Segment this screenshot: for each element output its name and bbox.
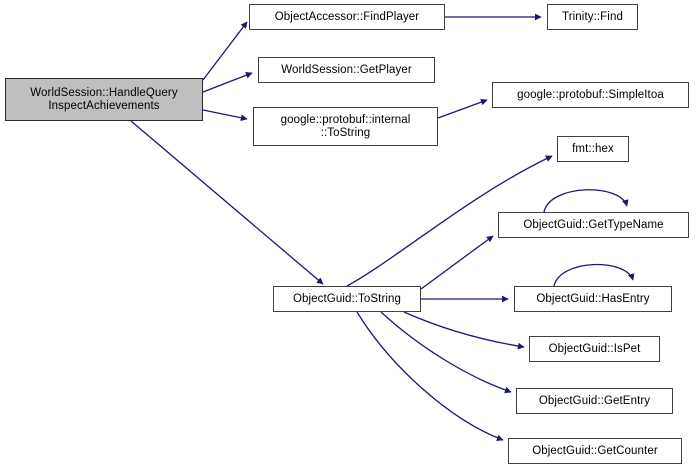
call-edge-gettypename-to-gettypename — [543, 189, 629, 213]
graph-node-trinityfind[interactable]: Trinity::Find — [547, 4, 638, 30]
call-edge-guidtostring-to-gettypename — [420, 235, 494, 290]
graph-node-label: ObjectAccessor::FindPlayer — [274, 10, 420, 23]
graph-node-ispet[interactable]: ObjectGuid::IsPet — [529, 336, 660, 362]
graph-node-label: ObjectGuid::GetTypeName — [523, 218, 664, 231]
call-edge-guidtostring-to-getentry — [380, 311, 512, 394]
graph-node-getplayer[interactable]: WorldSession::GetPlayer — [258, 57, 435, 83]
graph-node-guidtostring[interactable]: ObjectGuid::ToString — [273, 286, 421, 312]
graph-node-label: ObjectGuid::GetCounter — [532, 444, 658, 457]
graph-node-pbtostring[interactable]: google::protobuf::internal ::ToString — [253, 107, 438, 146]
graph-node-hasentry[interactable]: ObjectGuid::HasEntry — [514, 286, 672, 312]
call-edge-root-to-getplayer — [202, 72, 253, 93]
graph-node-gettypename[interactable]: ObjectGuid::GetTypeName — [498, 212, 689, 238]
graph-node-getcounter[interactable]: ObjectGuid::GetCounter — [508, 438, 682, 464]
graph-node-getentry[interactable]: ObjectGuid::GetEntry — [516, 388, 673, 414]
call-edge-guidtostring-to-getcounter — [356, 311, 504, 442]
graph-node-simpleitoa[interactable]: google::protobuf::SimpleItoa — [492, 82, 689, 108]
call-edge-hasentry-to-hasentry — [553, 263, 635, 287]
graph-node-findplayer[interactable]: ObjectAccessor::FindPlayer — [249, 4, 445, 30]
graph-node-label: ObjectGuid::GetEntry — [538, 394, 651, 407]
graph-node-label: Trinity::Find — [562, 10, 623, 23]
graph-node-label: WorldSession::HandleQuery InspectAchieve… — [30, 86, 178, 112]
graph-node-label: google::protobuf::internal ::ToString — [280, 113, 411, 139]
graph-node-root[interactable]: WorldSession::HandleQuery InspectAchieve… — [5, 78, 203, 121]
graph-node-label: google::protobuf::SimpleItoa — [517, 88, 664, 101]
call-edge-pbtostring-to-simpleitoa — [437, 98, 488, 119]
graph-node-label: ObjectGuid::HasEntry — [536, 292, 650, 305]
graph-node-label: ObjectGuid::ToString — [292, 292, 402, 305]
call-edge-root-to-pbtostring — [202, 109, 248, 122]
call-edge-root-to-findplayer — [202, 21, 248, 81]
graph-node-label: ObjectGuid::IsPet — [548, 342, 641, 355]
graph-node-label: fmt::hex — [572, 142, 614, 155]
call-edge-guidtostring-to-ispet — [403, 311, 525, 350]
graph-node-label: WorldSession::GetPlayer — [281, 63, 412, 76]
graph-node-fmthex[interactable]: fmt::hex — [557, 136, 629, 162]
